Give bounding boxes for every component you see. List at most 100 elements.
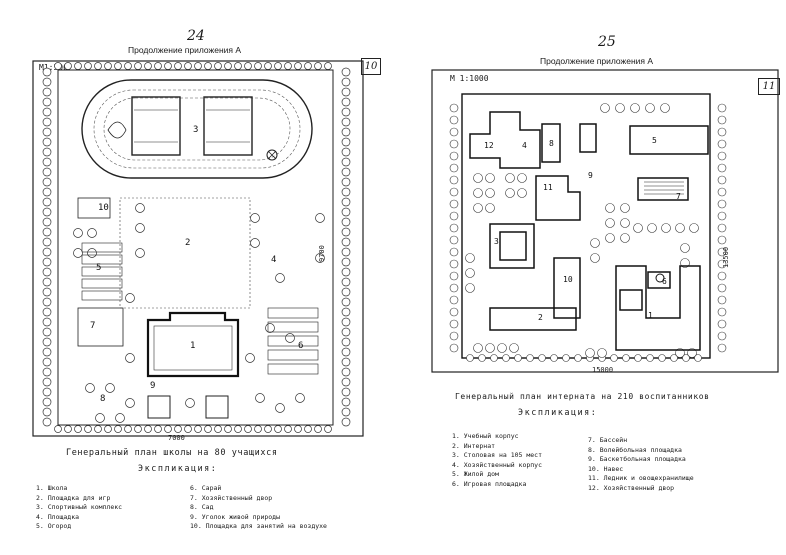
tree-icon: [341, 237, 351, 247]
tree-icon: [184, 62, 192, 70]
tree-icon: [465, 283, 475, 293]
tree-icon: [95, 413, 105, 423]
tree-icon: [74, 62, 82, 70]
tree-icon: [74, 425, 82, 433]
left-page-number: 24: [187, 28, 205, 44]
tree-icon: [449, 187, 459, 197]
tree-icon: [605, 233, 615, 243]
tree-icon: [254, 62, 262, 70]
tree-icon: [645, 103, 655, 113]
tree-icon: [473, 203, 483, 213]
tree-icon: [124, 425, 132, 433]
tree-icon: [114, 62, 122, 70]
tree-icon: [250, 238, 260, 248]
tree-icon: [717, 247, 727, 257]
tree-icon: [42, 157, 52, 167]
tree-icon: [717, 127, 727, 137]
legend-item: 1. Учебный корпус: [452, 432, 519, 440]
right-explication-heading: Экспликация:: [518, 408, 598, 418]
plan-label: 2: [538, 313, 543, 322]
tree-icon: [42, 117, 52, 127]
tree-icon: [449, 175, 459, 185]
tree-icon: [449, 139, 459, 149]
plan-label: 10: [98, 203, 109, 213]
tree-icon: [42, 377, 52, 387]
tree-icon: [341, 347, 351, 357]
left-sheet-number-box: 10: [361, 58, 381, 75]
tree-icon: [73, 228, 83, 238]
tree-icon: [224, 62, 232, 70]
tree-icon: [144, 425, 152, 433]
right-width-dimension: 15000: [592, 366, 614, 374]
plan-label: 2: [185, 238, 190, 248]
legend-item: 7. Бассейн: [588, 436, 628, 444]
plan-label: 10: [563, 275, 573, 284]
tree-icon: [449, 127, 459, 137]
tree-icon: [64, 62, 72, 70]
tree-icon: [42, 137, 52, 147]
tree-icon: [224, 425, 232, 433]
tree-icon: [449, 103, 459, 113]
tree-icon: [184, 425, 192, 433]
tree-icon: [135, 223, 145, 233]
tree-icon: [341, 327, 351, 337]
tree-icon: [538, 354, 546, 362]
tree-icon: [505, 173, 515, 183]
tree-icon: [42, 347, 52, 357]
tree-icon: [255, 393, 265, 403]
tree-icon: [194, 425, 202, 433]
tree-icon: [694, 354, 702, 362]
tree-icon: [185, 398, 195, 408]
tree-icon: [104, 62, 112, 70]
garden-bed: [81, 266, 123, 277]
left-legend-column-2: 6. Сарай 7. Хозяйственный двор 8. Сад 9.…: [190, 484, 327, 532]
tree-icon: [42, 247, 52, 257]
left-explication-heading: Экспликация:: [138, 464, 218, 474]
tree-icon: [660, 103, 670, 113]
tree-icon: [341, 107, 351, 117]
tree-icon: [341, 97, 351, 107]
tree-icon: [135, 203, 145, 213]
tree-icon: [144, 62, 152, 70]
legend-item: 12. Хозяйственный двор: [588, 483, 675, 492]
legend-item: 3. Спортивный комплекс: [36, 503, 123, 511]
tree-icon: [245, 353, 255, 363]
garden-bed: [267, 321, 319, 333]
legend-item: 7. Хозяйственный двор: [190, 493, 273, 502]
tree-icon: [87, 248, 97, 258]
tree-icon: [125, 293, 135, 303]
tree-icon: [717, 139, 727, 149]
tree-icon: [115, 413, 125, 423]
tree-icon: [341, 177, 351, 187]
tree-icon: [164, 425, 172, 433]
tree-icon: [304, 62, 312, 70]
tree-icon: [194, 62, 202, 70]
plan-label: 4: [271, 255, 276, 265]
tree-icon: [485, 203, 495, 213]
plan-label: 1: [190, 341, 195, 351]
tree-icon: [449, 319, 459, 329]
tree-icon: [164, 62, 172, 70]
tree-icon: [717, 175, 727, 185]
tree-icon: [250, 213, 260, 223]
tree-icon: [84, 62, 92, 70]
garden-bed: [81, 278, 123, 289]
tree-icon: [717, 187, 727, 197]
tree-icon: [341, 137, 351, 147]
tree-icon: [42, 67, 52, 77]
tree-icon: [449, 331, 459, 341]
tree-icon: [42, 407, 52, 417]
tree-icon: [341, 357, 351, 367]
tree-icon: [42, 317, 52, 327]
tree-icon: [478, 354, 486, 362]
tree-icon: [590, 238, 600, 248]
tree-icon: [42, 207, 52, 217]
tree-icon: [449, 343, 459, 353]
tree-icon: [42, 357, 52, 367]
tree-icon: [234, 62, 242, 70]
tree-icon: [234, 425, 242, 433]
tree-icon: [449, 295, 459, 305]
tree-icon: [341, 367, 351, 377]
plan-label: 3: [494, 237, 499, 246]
right-sheet-number-box: 11: [758, 78, 780, 95]
